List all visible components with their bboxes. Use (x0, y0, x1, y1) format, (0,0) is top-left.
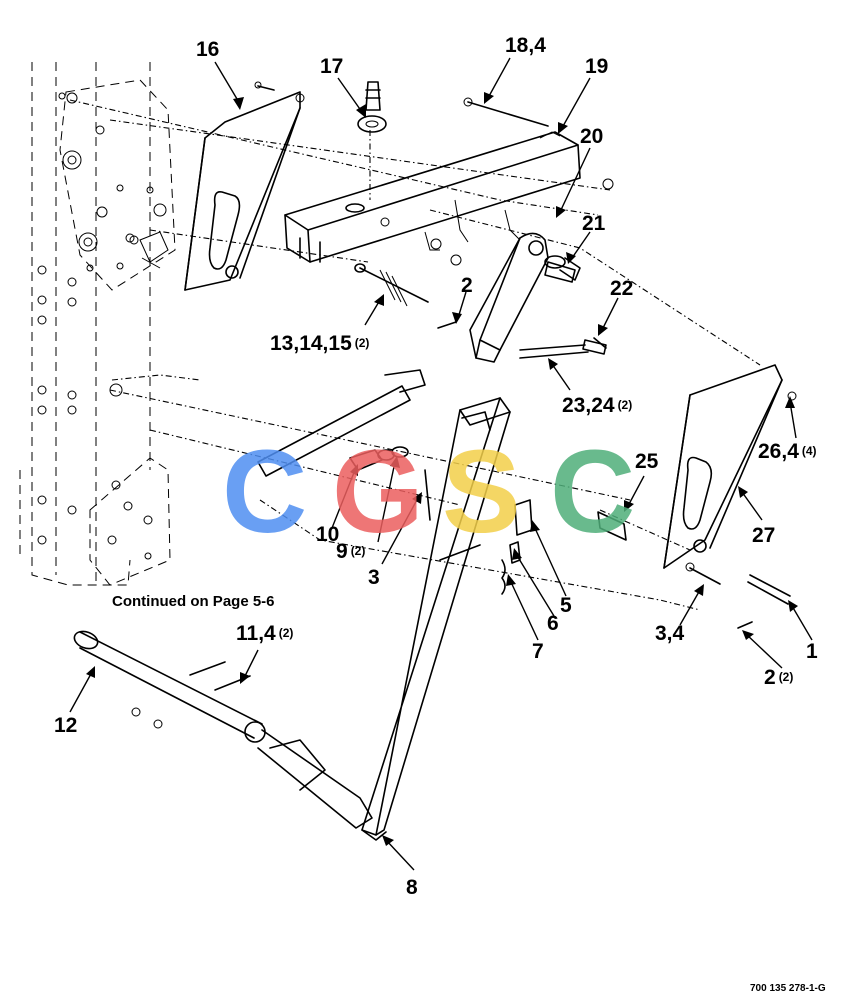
callout-22: 22 (610, 277, 633, 300)
small-components (257, 261, 607, 595)
callout-25: 25 (635, 450, 659, 473)
callout-23-24: 23,24(2) (562, 394, 632, 417)
lower-cross-tube (73, 630, 373, 829)
leader-lines (69, 57, 813, 871)
callout-1: 1 (806, 640, 818, 663)
grease-bushing (357, 81, 387, 133)
callout-21: 21 (582, 212, 606, 235)
callout-12: 12 (54, 714, 77, 737)
callout-2-lower: 2(2) (764, 666, 793, 689)
callout-8: 8 (406, 876, 418, 899)
callout-20: 20 (580, 125, 603, 148)
callout-10: 10 (316, 523, 339, 546)
frame-wall (19, 62, 176, 586)
watermark-letter-3: S (442, 426, 521, 558)
callout-19: 19 (585, 55, 608, 78)
callout-7: 7 (532, 640, 544, 663)
callout-6: 6 (547, 612, 559, 635)
figure-number: 700 135 278-1-G (750, 983, 826, 994)
callout-26-4: 26,4(4) (758, 440, 817, 463)
callout-27: 27 (752, 524, 775, 547)
continued-note: Continued on Page 5-6 (112, 593, 275, 610)
pivot-arm (469, 232, 607, 363)
watermark-logo: C G S C (222, 426, 635, 558)
left-mounting-plate (184, 81, 305, 291)
watermark-letter-4: C (550, 426, 635, 558)
watermark-letter-1: C (222, 426, 307, 558)
callout-labels: 16 17 18,4 19 20 21 22 2 13,14,15(2) 23,… (54, 34, 818, 899)
cotter-pins (437, 321, 753, 629)
callout-9: 9(2) (336, 540, 365, 563)
bolts (129, 97, 797, 729)
upper-cross-channel (284, 131, 581, 263)
callout-17: 17 (320, 55, 343, 78)
right-mounting-plate (597, 364, 791, 605)
callout-18-4: 18,4 (505, 34, 546, 57)
watermark-letter-2: G (332, 426, 424, 558)
callout-16: 16 (196, 38, 219, 61)
callout-2-upper: 2 (461, 274, 473, 297)
callout-13-14-15: 13,14,15(2) (270, 332, 369, 355)
callout-3-4: 3,4 (655, 622, 685, 645)
callout-5: 5 (560, 594, 572, 617)
main-lever-tube (361, 397, 511, 841)
callout-11-4: 11,4(2) (236, 622, 293, 645)
callout-3: 3 (368, 566, 380, 589)
